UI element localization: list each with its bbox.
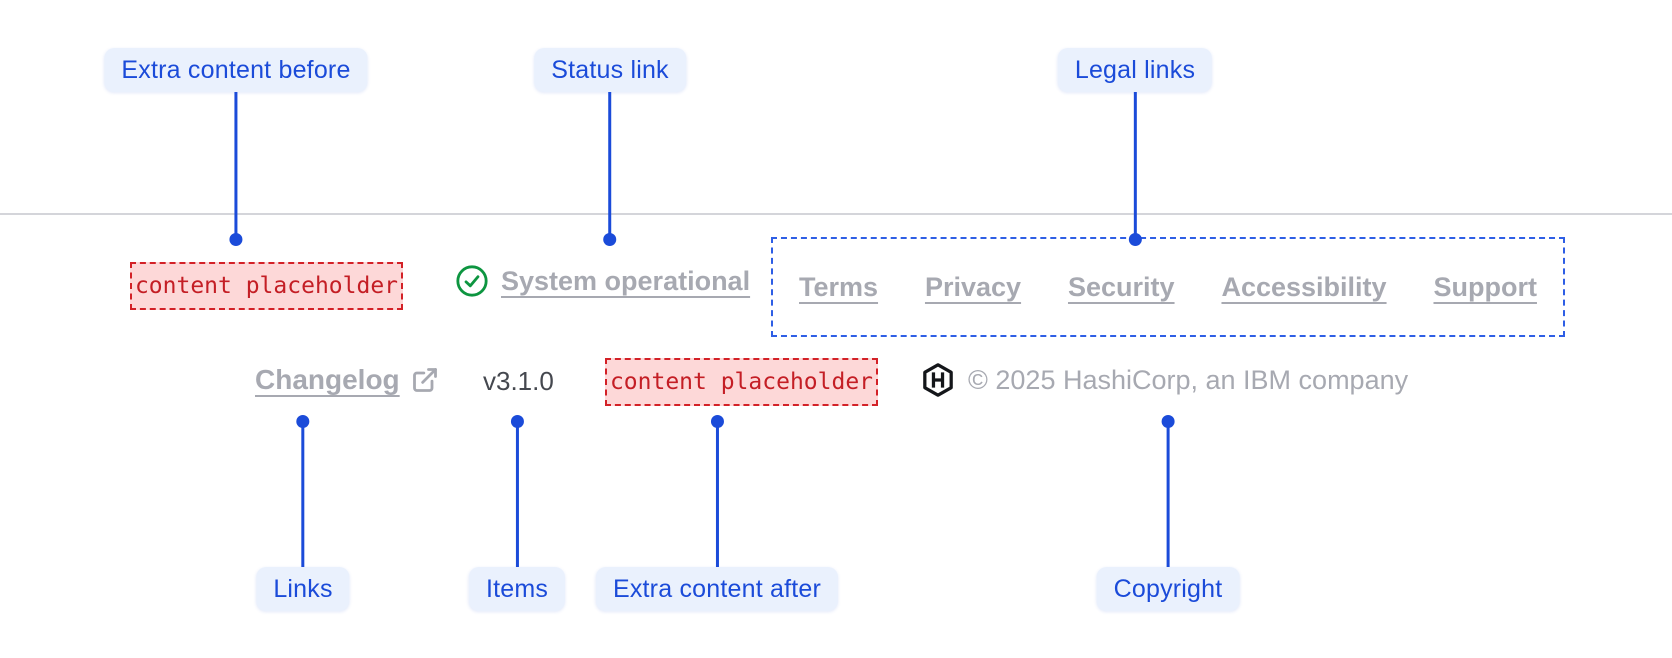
callout-label: Extra content after <box>595 567 839 611</box>
extra-content-before-placeholder: content placeholder <box>130 262 403 310</box>
version-item: v3.1.0 <box>483 366 554 396</box>
legal-links-group: Terms Privacy Security Accessibility Sup… <box>771 237 1565 337</box>
callout-extra-content-after: Extra content after <box>595 415 839 611</box>
status-link-label: System operational <box>501 265 751 296</box>
callout-line <box>1133 92 1137 234</box>
external-link-icon <box>412 368 437 392</box>
callout-label: Status link <box>534 48 686 92</box>
legal-link-terms[interactable]: Terms <box>799 271 879 302</box>
callout-dot <box>710 415 724 428</box>
legal-link-accessibility[interactable]: Accessibility <box>1221 271 1387 302</box>
callout-line <box>234 92 238 234</box>
callout-dot <box>603 233 617 246</box>
callout-dot <box>1161 415 1175 428</box>
callout-dot <box>296 415 310 428</box>
changelog-link-label: Changelog <box>255 364 400 395</box>
callout-label: Copyright <box>1096 567 1240 611</box>
callout-line <box>515 427 519 567</box>
callout-line <box>608 92 612 234</box>
callout-items: Items <box>468 415 566 611</box>
callout-links: Links <box>256 415 350 611</box>
callout-line <box>301 427 305 567</box>
legal-link-privacy[interactable]: Privacy <box>924 271 1022 302</box>
legal-link-support[interactable]: Support <box>1433 271 1537 302</box>
extra-content-after-placeholder: content placeholder <box>605 358 878 406</box>
callout-copyright: Copyright <box>1096 415 1240 611</box>
callout-extra-content-before: Extra content before <box>104 48 368 246</box>
callout-status-link: Status link <box>534 48 686 246</box>
footer-top-divider <box>0 213 1672 215</box>
callout-legal-links: Legal links <box>1057 48 1213 246</box>
changelog-link[interactable]: Changelog <box>255 356 439 404</box>
hashicorp-logo <box>923 363 953 397</box>
status-link[interactable]: System operational <box>455 257 750 305</box>
callout-label: Items <box>468 567 566 611</box>
callout-label: Links <box>256 567 350 611</box>
copyright-text: © 2025 HashiCorp, an IBM company <box>968 364 1409 395</box>
callout-dot <box>1128 233 1142 246</box>
placeholder-text: content placeholder <box>134 273 399 299</box>
callout-dot <box>229 233 243 246</box>
callout-dot <box>510 415 524 428</box>
callout-label: Legal links <box>1057 48 1213 92</box>
placeholder-text: content placeholder <box>609 369 874 395</box>
callout-label: Extra content before <box>104 48 368 92</box>
legal-link-security[interactable]: Security <box>1067 271 1175 302</box>
copyright-section: © 2025 HashiCorp, an IBM company <box>921 356 1408 404</box>
callout-line <box>715 427 719 567</box>
check-circle-icon <box>456 265 488 297</box>
callout-line <box>1166 427 1170 567</box>
